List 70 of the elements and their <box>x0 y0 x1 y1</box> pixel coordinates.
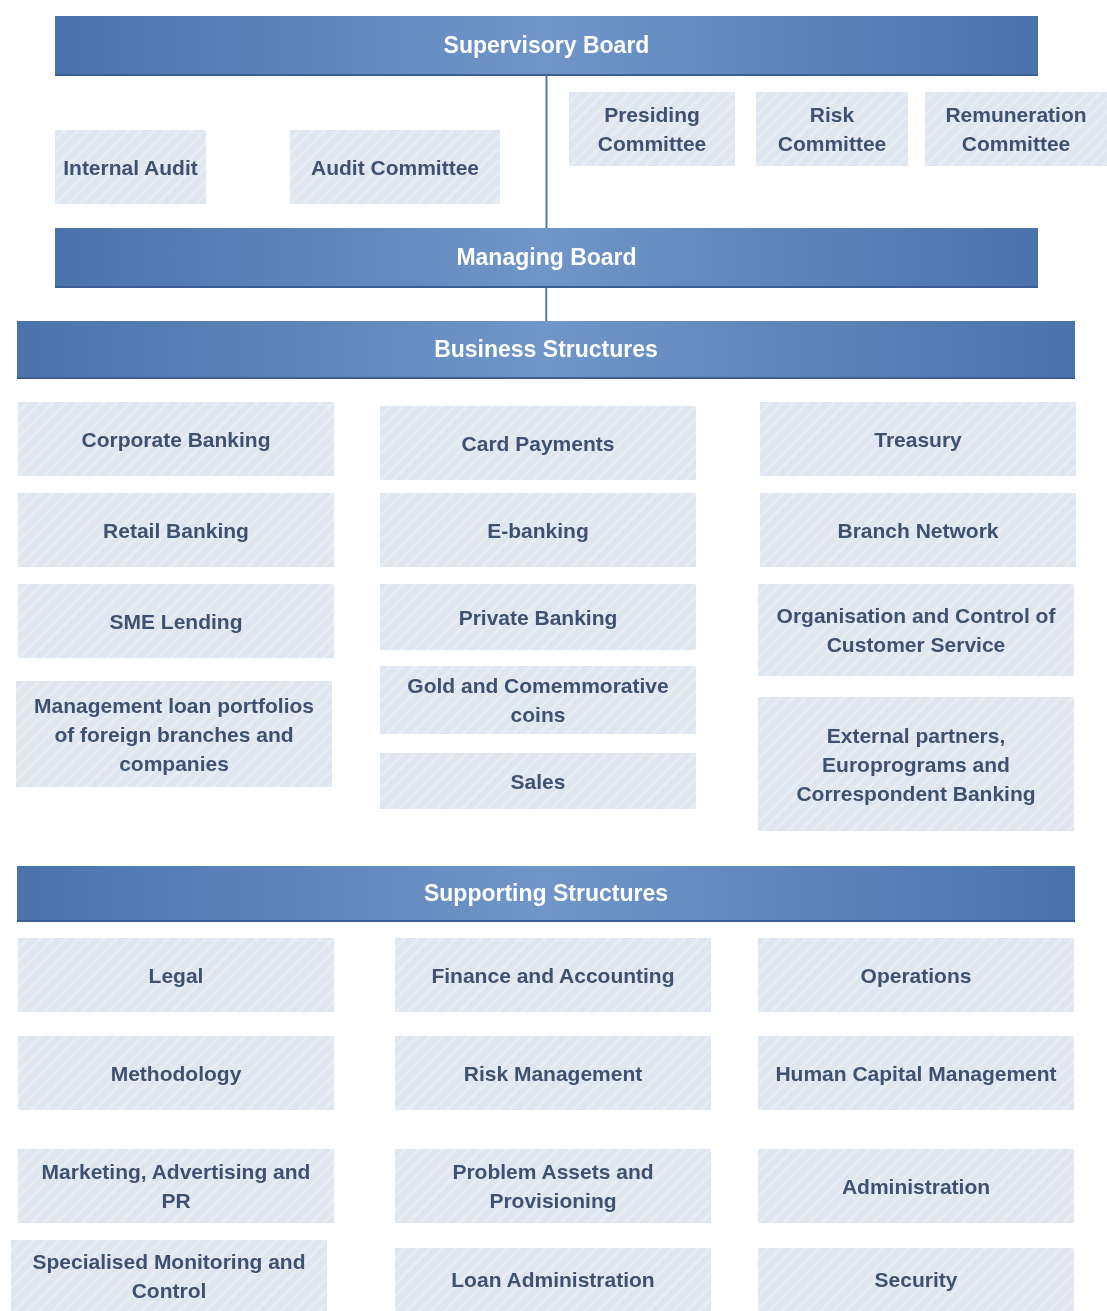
unit-box <box>11 1240 327 1311</box>
unit-box <box>756 92 908 166</box>
unit-box <box>18 1036 334 1110</box>
unit-name: Audit Committee <box>311 154 479 181</box>
unit-name: Sales <box>510 768 566 795</box>
unit-name: Branch Network <box>837 517 999 544</box>
unit-name: Methodology <box>110 1060 242 1087</box>
unit-box <box>395 938 711 1012</box>
unit-name: External partners, Europrograms and Correspondent Banking <box>795 722 1037 807</box>
unit-box <box>16 681 332 787</box>
unit-box <box>758 938 1074 1012</box>
unit-name: Card Payments <box>461 430 615 457</box>
unit-box <box>18 584 334 658</box>
band-title: Business Structures <box>434 335 658 363</box>
unit-box <box>55 130 206 204</box>
unit-box <box>395 1248 711 1311</box>
unit-box <box>380 493 696 567</box>
unit-name: Problem Assets and Provisioning <box>451 1159 655 1214</box>
unit-box <box>18 402 334 476</box>
band-title: Managing Board <box>456 243 637 271</box>
unit-name: Risk Committee <box>776 102 888 157</box>
unit-box <box>758 1248 1074 1311</box>
unit-name: Internal Audit <box>63 154 198 181</box>
unit-box <box>18 493 334 567</box>
unit-box <box>380 753 696 809</box>
unit-name: E-banking <box>487 517 589 544</box>
unit-box <box>380 666 696 734</box>
unit-box <box>758 697 1074 831</box>
unit-name: Finance and Accounting <box>431 962 675 989</box>
unit-name: Legal <box>148 962 204 989</box>
unit-box <box>925 92 1107 166</box>
unit-box <box>758 1036 1074 1110</box>
unit-box <box>760 402 1076 476</box>
header-band <box>55 228 1038 288</box>
unit-name: SME Lending <box>109 608 243 635</box>
unit-name: Management loan portfolios of foreign branches and companies <box>33 692 315 777</box>
band-title: Supporting Structures <box>423 879 669 907</box>
unit-box <box>395 1036 711 1110</box>
unit-name: Corporate Banking <box>81 426 271 453</box>
unit-name: Specialised Monitoring and Control <box>31 1248 307 1304</box>
unit-box <box>290 130 500 204</box>
header-band <box>17 866 1075 922</box>
unit-box <box>758 1149 1074 1223</box>
unit-name: Loan Administration <box>451 1267 655 1293</box>
unit-name: Marketing, Advertising and PR <box>40 1159 312 1214</box>
connector-line <box>545 75 548 229</box>
unit-name: Organisation and Control of Customer Service <box>775 603 1057 658</box>
unit-box <box>380 406 696 480</box>
connector-line <box>545 287 548 322</box>
header-band <box>17 321 1075 379</box>
unit-box <box>758 584 1074 676</box>
unit-name: Treasury <box>874 426 962 453</box>
unit-name: Risk Management <box>463 1060 643 1087</box>
unit-name: Administration <box>841 1173 991 1200</box>
unit-name: Operations <box>860 962 972 989</box>
unit-box <box>18 938 334 1012</box>
unit-name: Remuneration Committee <box>944 102 1088 157</box>
unit-name: Presiding Committee <box>596 102 708 157</box>
unit-name: Gold and Comemmorative coins <box>406 673 670 728</box>
unit-name: Retail Banking <box>103 517 249 544</box>
unit-box <box>395 1149 711 1223</box>
unit-box <box>760 493 1076 567</box>
unit-box <box>380 584 696 650</box>
header-band <box>55 16 1038 76</box>
unit-box <box>18 1149 334 1223</box>
unit-box <box>569 92 735 166</box>
unit-name: Human Capital Management <box>775 1060 1057 1087</box>
band-title: Supervisory Board <box>443 31 650 59</box>
unit-name: Security <box>874 1267 958 1293</box>
unit-name: Private Banking <box>458 604 618 631</box>
